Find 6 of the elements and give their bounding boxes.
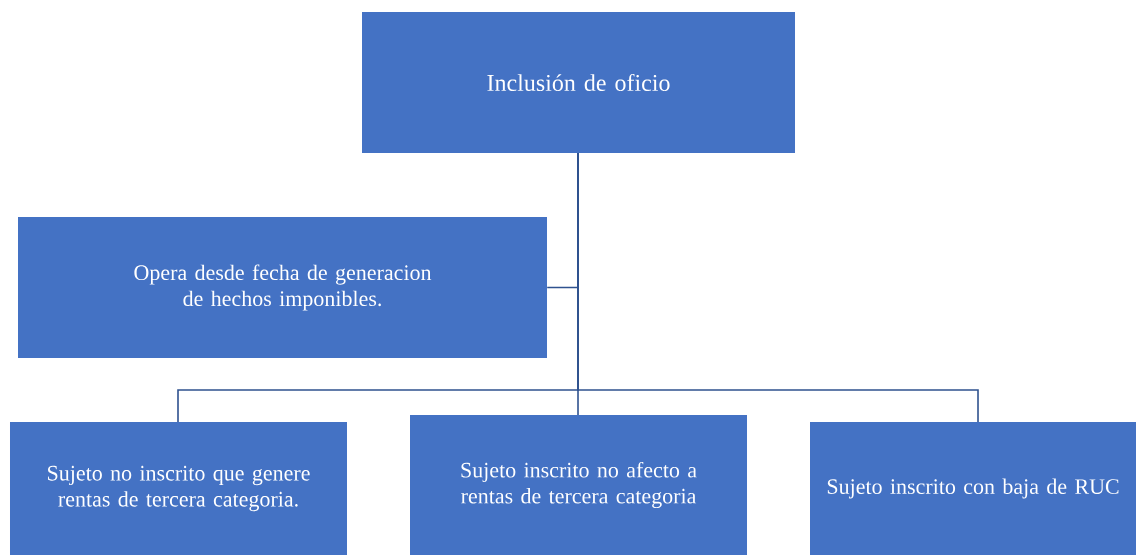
process-box: Sujeto inscrito no afecto a rentas de tercera categoria	[410, 415, 747, 555]
connector-line	[577, 152, 979, 423]
process-box: Opera desde fecha de generacion de hechos imponibles.	[18, 217, 547, 358]
process-box: Inclusión de oficio	[362, 12, 795, 153]
process-box: Sujeto inscrito con baja de RUC	[810, 422, 1136, 555]
process-box: Sujeto no inscrito que genere rentas de tercera categoria.	[10, 422, 347, 555]
